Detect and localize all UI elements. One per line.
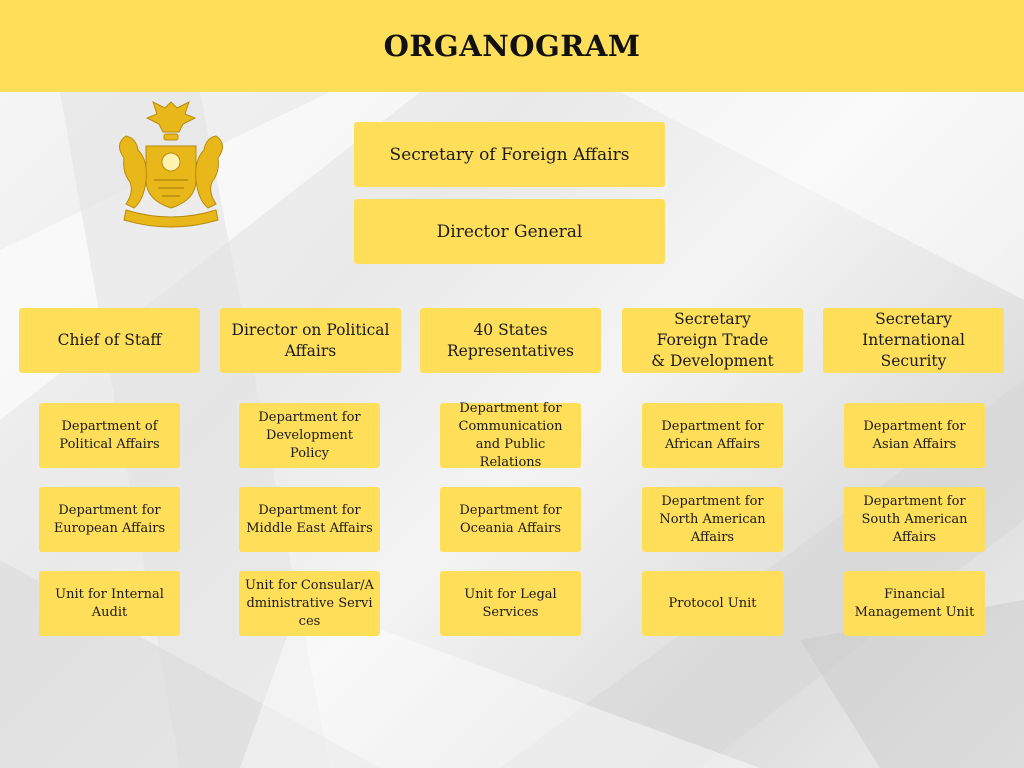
column-head-label: Director on Political Affairs xyxy=(231,320,390,360)
unit-label: Department for Oceania Affairs xyxy=(459,502,562,536)
unit-label: Department for North American Affairs xyxy=(659,493,766,545)
secretary-label: Secretary of Foreign Affairs xyxy=(389,144,630,165)
coat-of-arms-icon xyxy=(119,101,223,228)
unit-label: Unit for Legal Services xyxy=(464,586,557,620)
unit-box: Department for Development Policy xyxy=(239,403,380,468)
unit-label: Unit for Consular/Administrative Service… xyxy=(245,577,374,629)
unit-label: Department for Communication and Public … xyxy=(458,400,563,470)
box-secretary-foreign-trade: Secretary Foreign Trade & Development xyxy=(622,308,803,373)
box-secretary-international-security: Secretary International Security xyxy=(823,308,1004,373)
unit-box: Department for African Affairs xyxy=(642,403,783,468)
box-director-political-affairs: Director on Political Affairs xyxy=(220,308,401,373)
director-general-label: Director General xyxy=(436,221,583,242)
unit-box: Department of Political Affairs xyxy=(39,403,180,468)
unit-box: Department for Middle East Affairs xyxy=(239,487,380,552)
unit-box: Department for European Affairs xyxy=(39,487,180,552)
column-head-label: Secretary International Security xyxy=(862,310,965,370)
unit-box: Protocol Unit xyxy=(642,571,783,636)
unit-label: Department for Development Policy xyxy=(258,409,361,461)
column-head-label: Chief of Staff xyxy=(57,331,162,349)
unit-box: Unit for Legal Services xyxy=(440,571,581,636)
unit-box: Department for Oceania Affairs xyxy=(440,487,581,552)
unit-box: Department for North American Affairs xyxy=(642,487,783,552)
unit-box: Unit for Internal Audit xyxy=(39,571,180,636)
header-banner: ORGANOGRAM xyxy=(0,0,1024,92)
box-director-general: Director General xyxy=(354,199,665,264)
unit-label: Department of Political Affairs xyxy=(59,418,160,452)
unit-label: Unit for Internal Audit xyxy=(55,586,164,620)
page-title: ORGANOGRAM xyxy=(383,29,641,63)
unit-label: Department for Middle East Affairs xyxy=(246,502,373,536)
box-chief-of-staff: Chief of Staff xyxy=(19,308,200,373)
unit-label: Department for Asian Affairs xyxy=(863,418,966,452)
box-secretary-foreign-affairs: Secretary of Foreign Affairs xyxy=(354,122,665,187)
unit-label: Department for South American Affairs xyxy=(861,493,968,545)
unit-label: Protocol Unit xyxy=(668,595,757,611)
unit-box: Department for Asian Affairs xyxy=(844,403,985,468)
unit-label: Financial Management Unit xyxy=(854,586,975,620)
unit-label: Department for African Affairs xyxy=(661,418,764,452)
unit-box: Department for Communication and Public … xyxy=(440,401,581,470)
box-40-states-representatives: 40 States Representatives xyxy=(420,308,601,373)
column-head-label: Secretary Foreign Trade & Development xyxy=(651,310,774,370)
column-head-label: 40 States Representatives xyxy=(447,320,574,360)
unit-box: Unit for Consular/Administrative Service… xyxy=(239,571,380,636)
unit-box: Financial Management Unit xyxy=(844,571,985,636)
unit-box: Department for South American Affairs xyxy=(844,487,985,552)
unit-label: Department for European Affairs xyxy=(53,502,166,536)
